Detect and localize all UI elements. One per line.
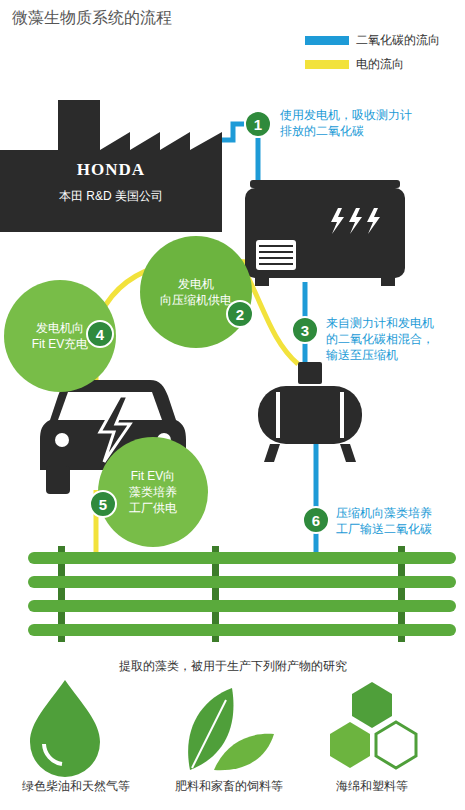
company-name: 本田 R&D 美国公司 [0, 188, 222, 205]
step-circle: 发电机 向压缩机供电 [140, 236, 252, 348]
step-text: Fit EV向 藻类培养 工厂供电 [122, 468, 184, 517]
step-description: 来自测力计和发电机 的二氧化碳相混合， 输送至压缩机 [326, 315, 446, 364]
fuel-drop-icon [30, 680, 100, 777]
step-text: 发电机向 Fit EV充电 [29, 320, 91, 352]
callout-number: 6 [312, 512, 320, 529]
byproduct-caption: 肥料和家畜的饲料等 [154, 778, 304, 795]
legend-swatch [305, 36, 349, 45]
legend-text: 电的流向 [356, 56, 404, 73]
step-number-circle: 4 [86, 320, 114, 348]
callout-number: 4 [96, 326, 104, 343]
step-description: 使用发电机，吸收测力计 排放的二氧化碳 [280, 107, 420, 139]
leaf-icon [188, 688, 274, 770]
callout-number: 1 [254, 116, 262, 133]
step-circle: Fit EV向 藻类培养 工厂供电 [98, 437, 208, 547]
callout-number: 2 [236, 306, 244, 323]
callout-number: 5 [99, 496, 107, 513]
algae-plant [28, 546, 456, 642]
byproduct-heading: 提取的藻类，被用于生产下列附产物的研究 [0, 658, 465, 675]
step-number-circle: 5 [89, 490, 117, 518]
hexagon-icon [330, 682, 416, 768]
co2-pipe [222, 124, 244, 140]
step-number-circle: 3 [291, 316, 319, 344]
step-number-circle: 6 [302, 506, 330, 534]
step-number-circle: 2 [226, 300, 254, 328]
factory-building: HONDA 本田 R&D 美国公司 [0, 100, 222, 232]
diagram-title: 微藻生物质系统的流程 [12, 8, 172, 29]
brand-name: HONDA [0, 160, 222, 180]
compressor-icon [258, 362, 362, 462]
step-text: 发电机 向压缩机供电 [158, 276, 234, 308]
byproduct-caption: 海绵和塑料等 [297, 778, 447, 795]
legend-swatch [305, 60, 349, 69]
byproduct-caption: 绿色柴油和天然气等 [1, 778, 151, 795]
callout-number: 3 [301, 322, 309, 339]
generator-icon [245, 180, 405, 286]
step-number-circle: 1 [244, 110, 272, 138]
legend-text: 二氧化碳的流向 [356, 32, 440, 49]
step-description: 压缩机向藻类培养 工厂输送二氧化碳 [336, 505, 440, 537]
